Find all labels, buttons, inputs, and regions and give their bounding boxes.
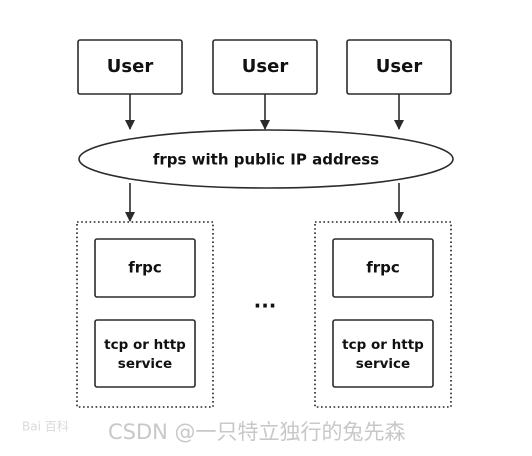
user-label-2: User — [242, 56, 289, 77]
ellipsis-dots: ... — [254, 289, 277, 313]
watermark-brand: Bai 百科 — [22, 420, 69, 434]
client-group-2: frpc tcp or http service — [314, 221, 452, 408]
client-group-1-border — [76, 221, 214, 408]
frps-label: frps with public IP address — [153, 151, 379, 169]
service-label-2-line1: tcp or http — [342, 337, 424, 353]
service-label-1-line2: service — [118, 356, 172, 372]
user-label-3: User — [376, 56, 423, 77]
service-box-2 — [332, 319, 434, 388]
service-box-1 — [94, 319, 196, 388]
service-label-2-line2: service — [356, 356, 410, 372]
frpc-label-2: frpc — [366, 259, 400, 277]
client-group-2-border — [314, 221, 452, 408]
frps-server-node: frps with public IP address — [78, 129, 454, 189]
frpc-label-1: frpc — [128, 259, 162, 277]
frpc-box-2 — [332, 238, 434, 298]
client-group-1: frpc tcp or http service — [76, 221, 214, 408]
service-label-1-line1: tcp or http — [104, 337, 186, 353]
baidu-baike-watermark: Bai 百科 — [22, 420, 69, 434]
frpc-box-1 — [94, 238, 196, 298]
user-node-2: User — [212, 39, 318, 95]
user-node-1: User — [77, 39, 183, 95]
frps-ellipse — [78, 129, 454, 189]
user-node-3: User — [346, 39, 452, 95]
user-label-1: User — [107, 56, 154, 77]
csdn-watermark: CSDN @一只特立独行的兔先森 — [108, 420, 406, 444]
